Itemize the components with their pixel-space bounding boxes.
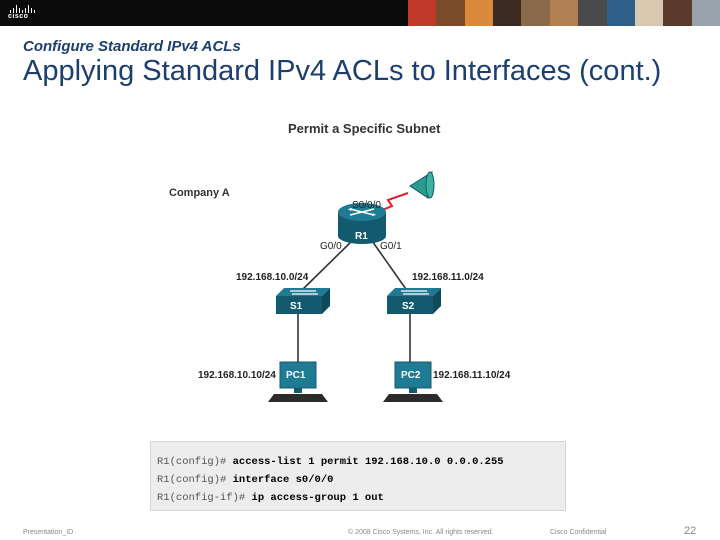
header-photo: [464, 0, 494, 26]
page-number: 22: [684, 525, 697, 537]
s2-network-label: 192.168.11.0/24: [412, 272, 484, 283]
pc1-ip-label: 192.168.10.10/24: [198, 370, 276, 381]
r1-g0-0-label: G0/0: [320, 241, 342, 252]
r1-serial-label: S0/0/0: [352, 200, 381, 211]
link-r1-s2: [369, 237, 409, 293]
pc2-ip-label: 192.168.11.10/24: [433, 370, 511, 381]
config-prompt: R1(config-if)#: [157, 492, 252, 504]
config-line: R1(config)# interface s0/0/0: [151, 471, 565, 489]
slide-title: Applying Standard IPv4 ACLs to Interface…: [23, 55, 662, 87]
pc1-name-label: PC1: [286, 370, 306, 381]
pc1-icon: [268, 361, 328, 402]
figure-title: Permit a Specific Subnet: [288, 121, 441, 136]
footer-confidential: Cisco Confidential: [550, 529, 607, 536]
config-command: access-list 1 permit 192.168.10.0 0.0.0.…: [232, 456, 504, 468]
company-label: Company A: [169, 187, 230, 199]
header-photo: [493, 0, 522, 26]
header-photo: [634, 0, 664, 26]
s1-name-label: S1: [290, 301, 303, 312]
header-photo: [691, 0, 720, 26]
header-photo: [408, 0, 437, 26]
logo-text: cisco: [8, 13, 29, 20]
header-photo: [549, 0, 579, 26]
switch-s2-icon: [387, 288, 441, 314]
r1-g0-1-label: G0/1: [380, 241, 402, 252]
pc2-name-label: PC2: [401, 370, 421, 381]
cisco-bars-icon: [10, 5, 35, 13]
slide-subtitle: Configure Standard IPv4 ACLs: [23, 38, 241, 55]
config-prompt: R1(config)#: [157, 474, 233, 486]
config-line: R1(config-if)# ip access-group 1 out: [151, 489, 565, 507]
header-photo: [663, 0, 692, 26]
link-r1-s1: [299, 237, 356, 293]
r1-name-label: R1: [355, 231, 368, 242]
header-photo: [436, 0, 465, 26]
router-r1-icon: [338, 203, 386, 244]
pc2-icon: [383, 361, 443, 402]
s2-name-label: S2: [402, 301, 415, 312]
cisco-logo: cisco: [8, 4, 42, 22]
header-photo-strip: [408, 0, 720, 26]
header-photo: [578, 0, 607, 26]
footer-copyright: © 2008 Cisco Systems, Inc. All rights re…: [348, 529, 494, 536]
config-command: interface s0/0/0: [232, 474, 334, 486]
config-line: R1(config)# access-list 1 permit 192.168…: [151, 453, 565, 471]
config-commands-box: R1(config)# access-list 1 permit 192.168…: [150, 441, 566, 511]
switch-s1-icon: [276, 288, 330, 314]
header-photo: [606, 0, 635, 26]
footer-presentation-id: Presentation_ID: [23, 529, 74, 536]
config-command: ip access-group 1 out: [251, 492, 384, 504]
header-photo: [521, 0, 550, 26]
header-bar: cisco: [0, 0, 720, 26]
config-prompt: R1(config)#: [157, 456, 233, 468]
internet-cloud-icon: [409, 170, 435, 199]
s1-network-label: 192.168.10.0/24: [236, 272, 309, 283]
